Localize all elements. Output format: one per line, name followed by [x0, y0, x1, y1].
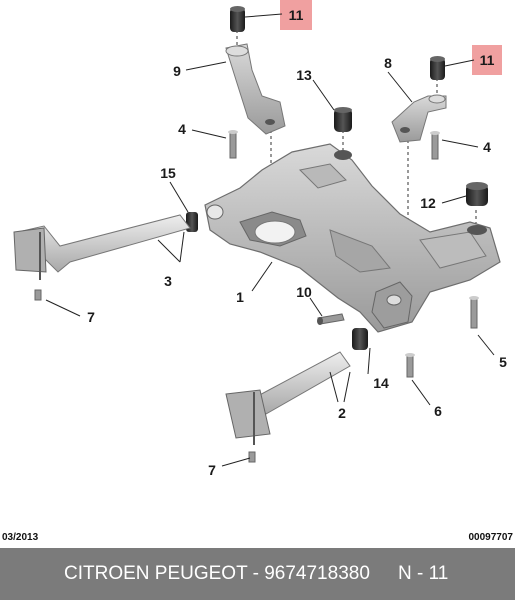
bolt-4-right — [430, 131, 440, 160]
leader-lines — [45, 61, 495, 467]
footer-date: 03/2013 — [2, 532, 39, 543]
callout-10: 10 — [296, 284, 312, 300]
bolt-7-bottom — [248, 451, 256, 463]
callout-7-bottom: 7 — [208, 462, 216, 478]
footer-bar: CITROEN PEUGEOT - 9674718380 N - 11 — [0, 548, 515, 600]
callout-13: 13 — [296, 67, 312, 83]
bolt-10 — [317, 313, 345, 325]
bolt-7-top — [34, 289, 42, 301]
callout-11-left: 11 — [244, 0, 312, 30]
bolt-4-left — [228, 130, 238, 159]
parts-diagram: 11 11 9 8 13 4 4 15 12 3 1 10 — [13, 0, 507, 478]
bushing-13 — [334, 107, 352, 132]
callout-3: 3 — [164, 273, 172, 289]
callout-6: 6 — [434, 403, 442, 419]
callout-15: 15 — [160, 165, 176, 181]
callout-4-left: 4 — [178, 121, 186, 137]
svg-text:11: 11 — [289, 7, 304, 23]
callout-9: 9 — [173, 63, 181, 79]
callout-2: 2 — [338, 405, 346, 421]
tie-bar-2 — [225, 351, 351, 445]
callout-8: 8 — [384, 55, 392, 71]
bushing-11-right — [430, 56, 445, 80]
link-arm-9 — [225, 43, 286, 135]
part-reference: CITROEN PEUGEOT - 9674718380 — [64, 563, 370, 584]
bolt-6 — [405, 353, 415, 378]
bushing-14 — [352, 328, 368, 350]
callout-7-top: 7 — [87, 309, 95, 325]
bushing-12 — [466, 182, 488, 206]
tie-bar-3 — [13, 214, 191, 280]
callout-5: 5 — [499, 354, 507, 370]
callout-11-right: 11 — [444, 45, 502, 75]
callout-12: 12 — [420, 195, 436, 211]
callout-1: 1 — [236, 289, 244, 305]
subframe-1 — [204, 143, 501, 333]
bolt-5 — [469, 296, 479, 329]
svg-text:11: 11 — [480, 52, 495, 68]
link-arm-8 — [391, 94, 447, 143]
page-number: N - 11 — [398, 563, 449, 584]
callout-14: 14 — [373, 375, 389, 391]
footer-code: 00097707 — [468, 532, 514, 543]
callout-labels: 9 8 13 4 4 15 12 3 1 10 7 5 14 6 2 7 — [87, 55, 507, 478]
callout-4-right: 4 — [483, 139, 491, 155]
bushing-11-left — [230, 6, 245, 32]
